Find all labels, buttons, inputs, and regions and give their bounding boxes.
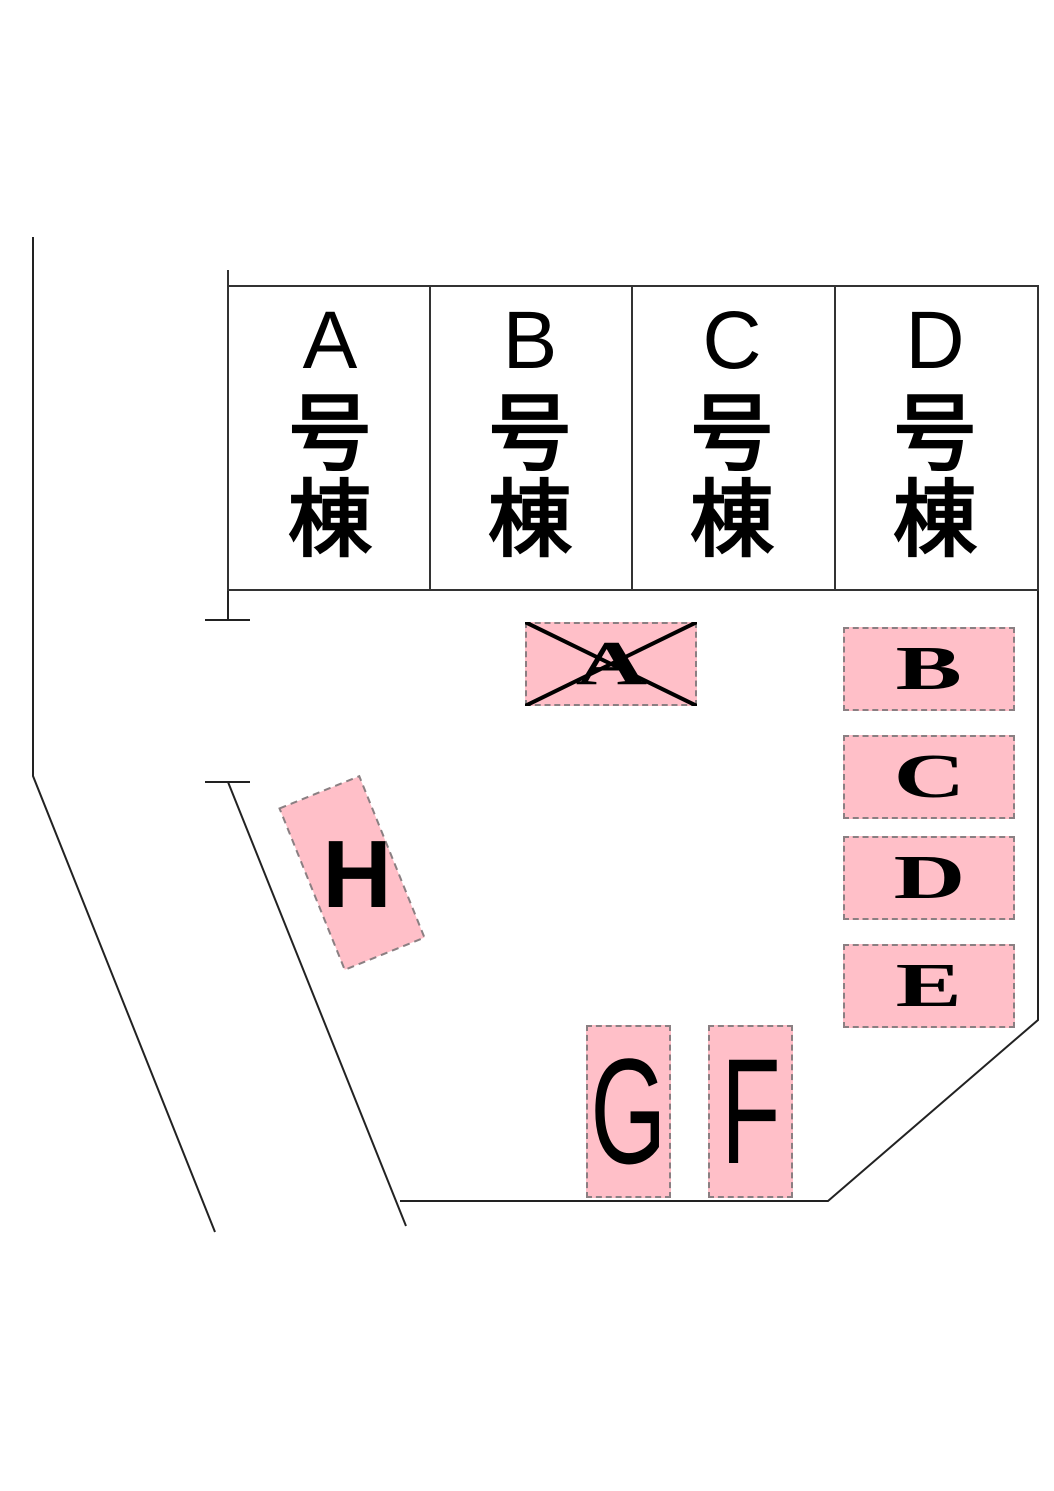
spot-label: E — [895, 951, 963, 1020]
spot-label: G — [590, 1027, 667, 1195]
building-kanji-go: 号 — [287, 385, 372, 483]
road-inner-edge — [227, 781, 407, 1227]
parking-spot-h[interactable] — [278, 774, 426, 972]
building-letter: D — [905, 295, 965, 386]
cross-out-icon — [525, 622, 697, 706]
building-kanji-go: 号 — [892, 385, 977, 483]
spot-label: F — [720, 1027, 781, 1195]
building-letter: B — [502, 295, 558, 386]
building-c-label: C 号 棟 — [632, 300, 832, 564]
parking-spot-h-label: H — [312, 820, 402, 930]
parking-spot-e[interactable]: E — [843, 944, 1015, 1028]
building-d-label: D 号 棟 — [835, 300, 1035, 564]
spot-label: H — [322, 821, 392, 928]
parking-spot-b[interactable]: B — [843, 627, 1015, 711]
building-letter: A — [302, 295, 358, 386]
building-letter: C — [702, 295, 762, 386]
spot-label: B — [895, 634, 963, 703]
parking-spot-c[interactable]: C — [843, 735, 1015, 819]
building-kanji-tou: 棟 — [689, 471, 774, 569]
building-kanji-go: 号 — [689, 385, 774, 483]
parking-spot-g[interactable]: G — [586, 1025, 671, 1198]
spot-label: D — [893, 843, 965, 912]
building-a-label: A 号 棟 — [230, 300, 430, 564]
parking-spot-d[interactable]: D — [843, 836, 1015, 920]
parking-spot-f[interactable]: F — [708, 1025, 793, 1198]
building-kanji-tou: 棟 — [487, 471, 572, 569]
building-kanji-tou: 棟 — [287, 471, 372, 569]
spot-label: C — [893, 742, 965, 811]
building-b-label: B 号 棟 — [430, 300, 630, 564]
building-kanji-tou: 棟 — [892, 471, 977, 569]
road-outer-edge — [32, 237, 216, 1233]
building-kanji-go: 号 — [487, 385, 572, 483]
